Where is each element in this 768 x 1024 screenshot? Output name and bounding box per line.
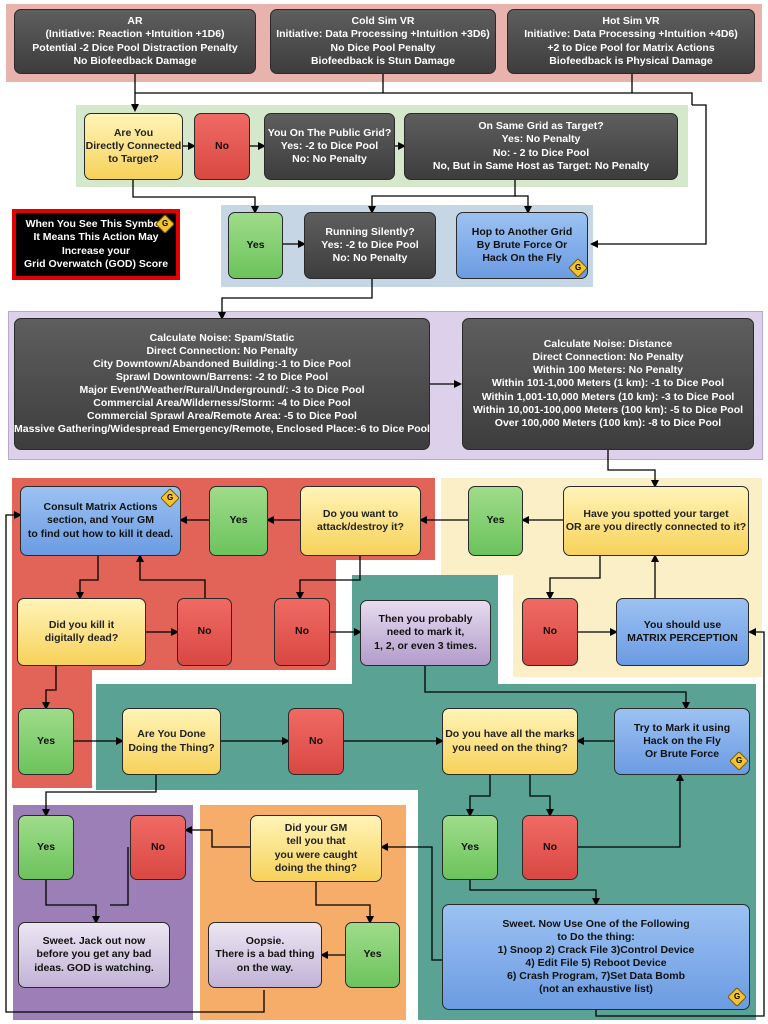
matrix-perception-box: You should use MATRIX PERCEPTION [616,598,749,666]
spotted-yes-box: Yes [468,486,523,556]
god-icon: G [568,258,588,278]
cold-sim-box: Cold Sim VR Initiative: Data Processing … [270,9,496,74]
hop-grid-box: Hop to Another Grid By Brute Force Or Ha… [456,212,588,279]
marks-yes-box: Yes [442,815,498,880]
oopsie-box: Oopsie. There is a bad thing on the way. [208,922,322,988]
done-thing-box: Are You Done Doing the Thing? [122,708,221,775]
jack-out-box: Sweet. Jack out now before you get any b… [18,922,170,988]
all-marks-box: Do you have all the marks you need on th… [442,708,578,775]
noise-distance-box: Calculate Noise: Distance Direct Connect… [462,318,754,450]
silent-yes-box: Yes [228,212,283,279]
spotted-target-box: Have you spotted your target OR are you … [563,486,749,556]
marks-no-box: No [522,815,578,880]
public-grid-box: You On The Public Grid? Yes: -2 to Dice … [264,113,395,180]
noise-spam-box: Calculate Noise: Spam/Static Direct Conn… [14,318,430,450]
consult-matrix-box: Consult Matrix Actions section, and Your… [20,486,181,556]
spotted-no-box: No [522,598,578,666]
caught-no-box: No [130,815,186,880]
try-mark-box: Try to Mark it using Hack on the Fly Or … [614,708,750,775]
attack-no-box: No [274,598,330,666]
ar-box: AR (Initiative: Reaction +Intuition +1D6… [14,9,256,74]
kill-yes-box: Yes [18,708,74,775]
sweet-actions-box: Sweet. Now Use One of the Following to D… [442,904,750,1010]
connected-to-target-box: Are You Directly Connected to Target? [84,113,183,180]
attack-destroy-box: Do you want to attack/destroy it? [300,486,421,556]
done-yes-box: Yes [18,815,74,880]
god-icon: G [727,987,747,1007]
kill-dead-box: Did you kill it digitally dead? [17,598,146,666]
attack-yes-box: Yes [209,486,268,556]
god-icon: G [729,751,749,771]
god-legend: When You See This Symbol: It Means This … [12,209,180,280]
same-grid-box: On Same Grid as Target? Yes: No Penalty … [404,113,678,180]
done-no-box: No [288,708,344,775]
mark-it-box: Then you probably need to mark it, 1, 2,… [360,600,491,666]
god-icon: G [160,488,180,508]
hot-sim-box: Hot Sim VR Initiative: Data Processing +… [507,9,755,74]
caught-yes-box: Yes [345,922,400,988]
gm-caught-box: Did your GM tell you that you were caugh… [250,815,382,882]
arrow-modes-line [135,92,693,105]
kill-no-box: No [177,598,232,666]
grid-no-box: No [194,113,250,180]
running-silently-box: Running Silently? Yes: -2 to Dice Pool N… [304,212,436,279]
